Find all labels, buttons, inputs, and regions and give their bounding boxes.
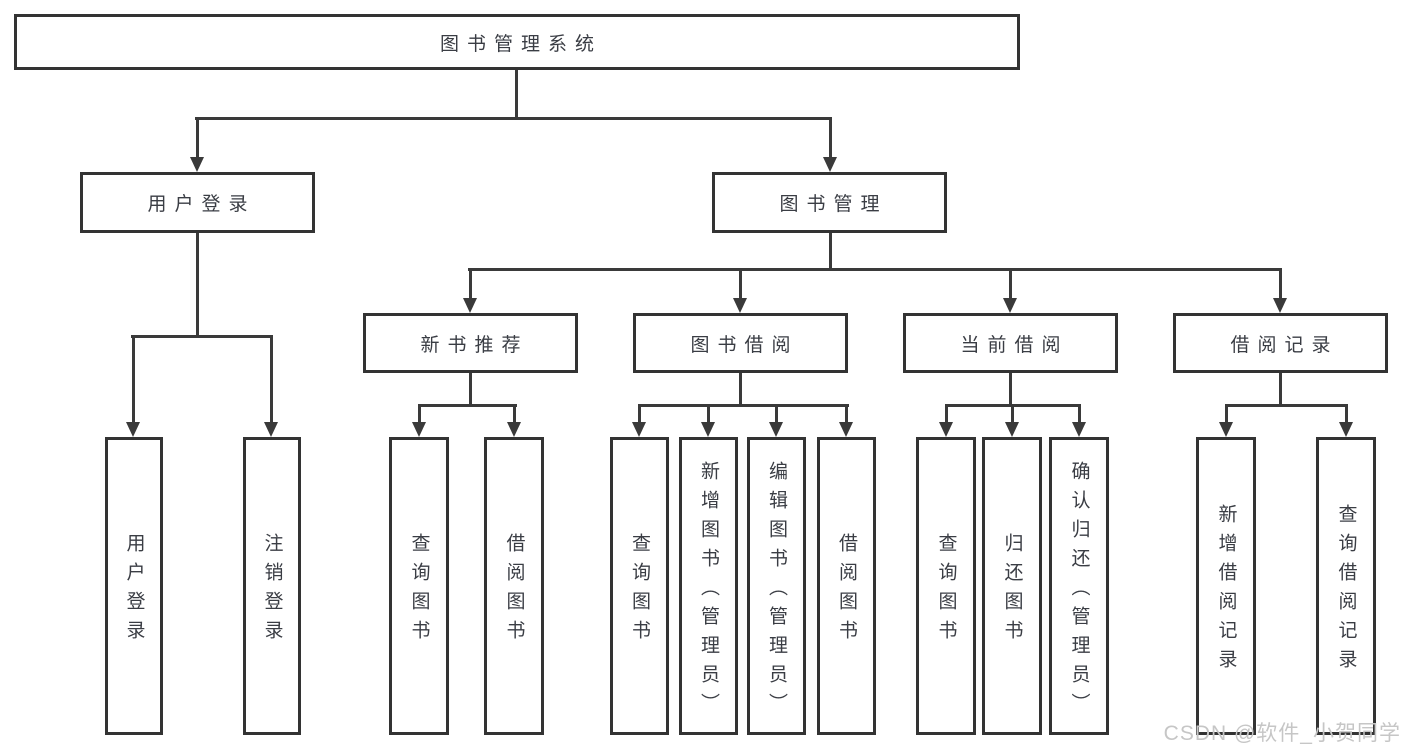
arrow-down-icon <box>1005 422 1019 437</box>
node-book-management: 图书管理 <box>712 172 947 233</box>
node-library-management-system: 图书管理系统 <box>14 14 1020 70</box>
connector-line <box>132 335 135 424</box>
leaf-label: 确认归还（管理员） <box>1068 460 1090 722</box>
connector-line <box>418 404 517 407</box>
node-label: 新书推荐 <box>420 334 529 356</box>
node-label: 图书管理 <box>779 194 888 215</box>
leaf-add-books-admin: 新增图书（管理员） <box>679 437 738 735</box>
leaf-query-books-current: 查询图书 <box>916 437 976 735</box>
node-borrowing-records: 借阅记录 <box>1173 313 1388 373</box>
leaf-label: 借阅图书 <box>836 533 857 649</box>
arrow-down-icon <box>412 422 426 437</box>
arrow-down-icon <box>1072 422 1086 437</box>
arrow-down-icon <box>823 157 837 172</box>
arrow-down-icon <box>507 422 521 437</box>
leaf-query-books-recommend: 查询图书 <box>389 437 449 735</box>
connector-line <box>196 233 199 338</box>
leaf-add-borrowing-record: 新增借阅记录 <box>1196 437 1256 735</box>
arrow-down-icon <box>839 422 853 437</box>
leaf-query-books-borrowing: 查询图书 <box>610 437 669 735</box>
leaf-label: 新增图书（管理员） <box>698 460 719 722</box>
leaf-label: 借阅图书 <box>503 533 525 649</box>
connector-line <box>829 233 832 271</box>
arrow-down-icon <box>1339 422 1353 437</box>
connector-line <box>707 404 710 424</box>
leaf-borrow-books-recommend: 借阅图书 <box>484 437 544 735</box>
leaf-label: 新增借阅记录 <box>1215 504 1237 678</box>
node-new-book-recommendation: 新书推荐 <box>363 313 578 373</box>
connector-line <box>131 335 273 338</box>
leaf-label: 查询图书 <box>629 533 650 649</box>
connector-line <box>638 404 641 424</box>
leaf-edit-books-admin: 编辑图书（管理员） <box>747 437 806 735</box>
leaf-return-books: 归还图书 <box>982 437 1042 735</box>
node-user-login: 用户登录 <box>80 172 315 233</box>
arrow-down-icon <box>939 422 953 437</box>
arrow-down-icon <box>190 157 204 172</box>
leaf-query-borrowing-record: 查询借阅记录 <box>1316 437 1376 735</box>
connector-line <box>1009 370 1012 407</box>
watermark: CSDN @软件_小贺同学 <box>1163 722 1401 745</box>
connector-line <box>469 268 472 299</box>
connector-line <box>1345 404 1348 424</box>
connector-line <box>845 404 848 424</box>
leaf-label: 查询借阅记录 <box>1335 504 1357 678</box>
connector-line <box>1009 268 1012 299</box>
connector-line <box>418 404 421 424</box>
connector-line <box>1225 404 1348 407</box>
connector-line <box>638 404 849 407</box>
arrow-down-icon <box>126 422 140 437</box>
arrow-down-icon <box>1219 422 1233 437</box>
connector-line <box>468 268 1282 271</box>
leaf-label: 查询图书 <box>408 533 430 649</box>
arrow-down-icon <box>733 298 747 313</box>
node-label: 图书借阅 <box>690 334 799 356</box>
connector-line <box>1279 370 1282 407</box>
connector-line <box>1078 404 1081 424</box>
arrow-down-icon <box>1273 298 1287 313</box>
node-label: 当前借阅 <box>960 334 1069 356</box>
leaf-borrow-books-borrowing: 借阅图书 <box>817 437 876 735</box>
node-label: 图书管理系统 <box>439 33 602 55</box>
arrow-down-icon <box>264 422 278 437</box>
arrow-down-icon <box>463 298 477 313</box>
arrow-down-icon <box>769 422 783 437</box>
connector-line <box>1279 268 1282 299</box>
connector-line <box>469 370 472 407</box>
node-label: 用户登录 <box>147 194 256 215</box>
connector-line <box>739 268 742 299</box>
connector-line <box>196 117 199 159</box>
connector-line <box>1011 404 1014 424</box>
leaf-label: 编辑图书（管理员） <box>766 460 787 722</box>
leaf-logout-login: 注销登录 <box>243 437 301 735</box>
leaf-confirm-return-admin: 确认归还（管理员） <box>1049 437 1109 735</box>
connector-line <box>739 370 742 407</box>
node-label: 借阅记录 <box>1230 334 1339 356</box>
arrow-down-icon <box>1003 298 1017 313</box>
leaf-label: 注销登录 <box>261 533 283 649</box>
node-book-borrowing: 图书借阅 <box>633 313 848 373</box>
leaf-label: 用户登录 <box>123 533 145 649</box>
connector-line <box>513 404 516 424</box>
connector-line <box>1225 404 1228 424</box>
node-current-borrowing: 当前借阅 <box>903 313 1118 373</box>
connector-line <box>195 117 832 120</box>
connector-line <box>515 68 518 120</box>
leaf-label: 查询图书 <box>935 533 957 649</box>
arrow-down-icon <box>632 422 646 437</box>
leaf-label: 归还图书 <box>1001 533 1023 649</box>
connector-line <box>775 404 778 424</box>
arrow-down-icon <box>701 422 715 437</box>
connector-line <box>945 404 948 424</box>
connector-line <box>829 117 832 159</box>
leaf-user-login: 用户登录 <box>105 437 163 735</box>
connector-line <box>270 335 273 424</box>
